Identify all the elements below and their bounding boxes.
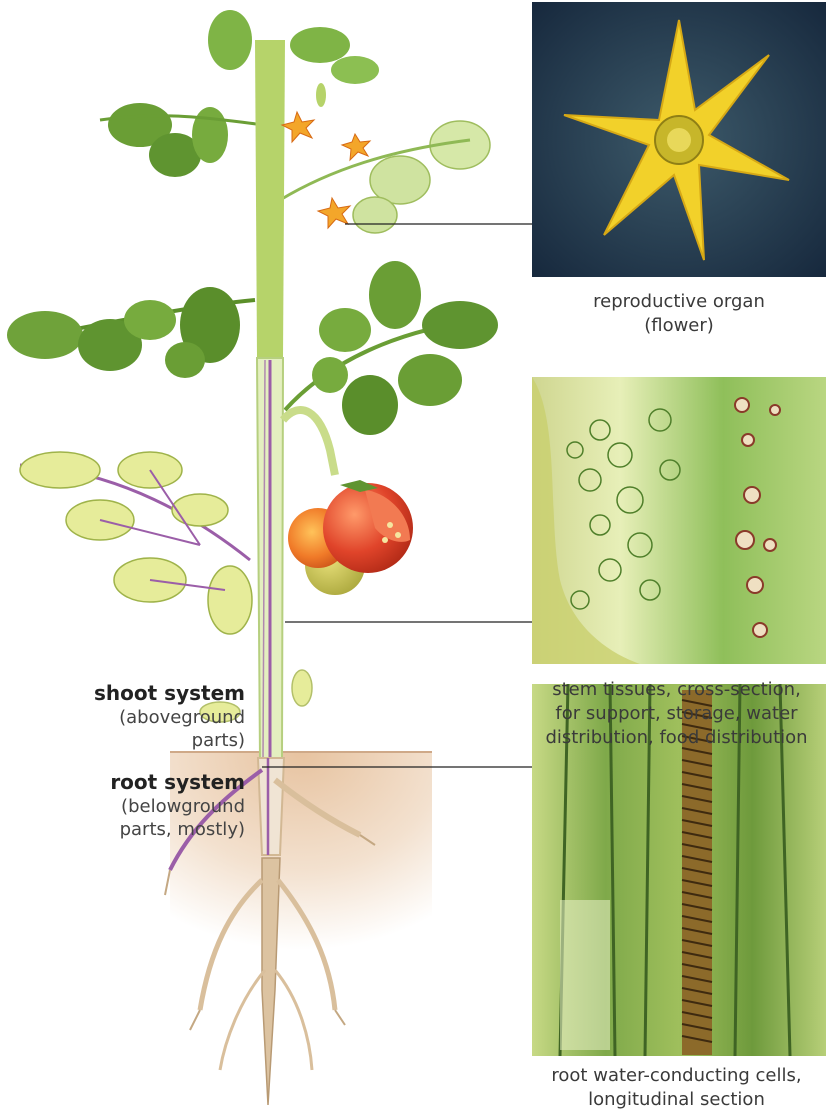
root-system-description: (belowground parts, mostly) — [30, 795, 245, 841]
flower-caption: reproductive organ (flower) — [530, 290, 828, 338]
middle-left-leaves — [7, 287, 255, 378]
stem-caption-line1: stem tissues, cross-section, — [525, 678, 828, 702]
shoot-system-desc-line2: parts) — [30, 729, 245, 752]
shoot-system-title: shoot system — [30, 681, 245, 705]
stem-caption: stem tissues, cross-section, for support… — [525, 678, 828, 750]
root-system-desc-line2: parts, mostly) — [30, 818, 245, 841]
root-system-title: root system — [30, 770, 245, 794]
stem-photo — [532, 377, 826, 664]
flower-caption-line2: (flower) — [530, 314, 828, 338]
root-system-desc-line1: (belowground — [30, 795, 245, 818]
right-leaves — [285, 261, 498, 435]
stem-caption-line2: for support, storage, water — [525, 702, 828, 726]
lower-left-leaf — [20, 452, 252, 634]
shoot-system-desc-line1: (aboveground — [30, 706, 245, 729]
stem-caption-line3: distribution, food distribution — [525, 726, 828, 750]
flower-photo — [532, 2, 826, 277]
flower-caption-line1: reproductive organ — [530, 290, 828, 314]
root-caption: root water-conducting cells, longitudina… — [525, 1064, 828, 1112]
tomatoes — [288, 480, 413, 595]
shoot-system-description: (aboveground parts) — [30, 706, 245, 752]
root-caption-line2: longitudinal section — [525, 1088, 828, 1112]
root-caption-line1: root water-conducting cells, — [525, 1064, 828, 1088]
